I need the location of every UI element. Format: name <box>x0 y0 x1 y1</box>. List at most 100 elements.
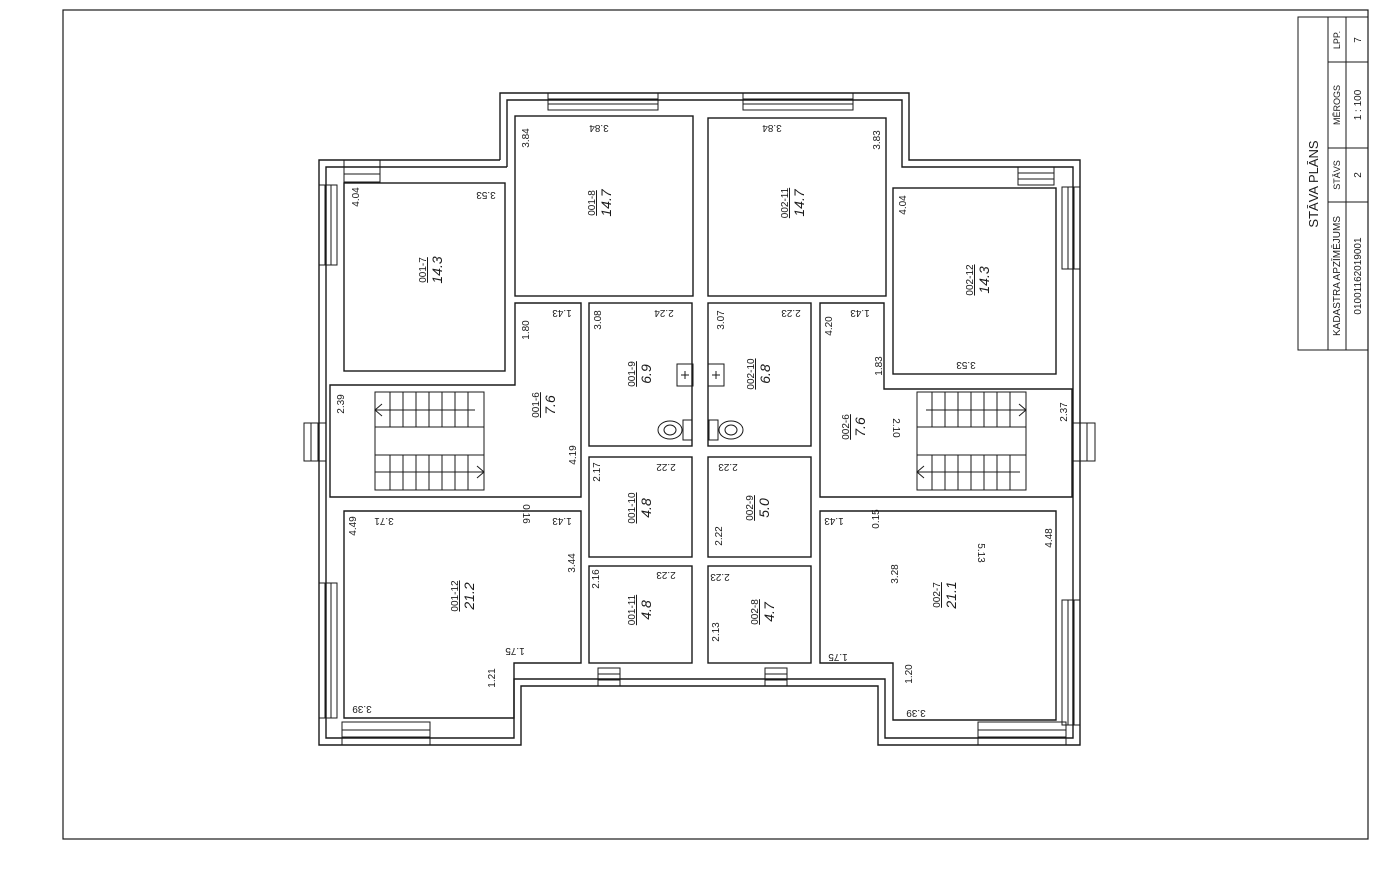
svg-text:001-10: 001-10 <box>627 492 638 524</box>
dimension-label: 4.49 <box>348 516 359 536</box>
room-label-002-12: 002-12 14.3 <box>965 264 992 296</box>
title-block: STĀVA PLĀNS KADASTRA APZĪMĒJUMS 01001162… <box>1297 16 1369 351</box>
dimension-label: 3.53 <box>956 359 976 370</box>
stair-right <box>916 391 1027 491</box>
room-outline-001-11 <box>588 565 693 664</box>
window-right-lower <box>1061 599 1081 726</box>
svg-text:6.9: 6.9 <box>638 364 654 384</box>
dimension-label: 3.84 <box>589 122 609 133</box>
dimension-label: 4.04 <box>898 195 909 215</box>
svg-text:002-9: 002-9 <box>745 495 756 521</box>
room-label-002-10: 002-10 6.8 <box>746 358 773 390</box>
svg-text:002-10: 002-10 <box>746 358 757 390</box>
svg-text:14.7: 14.7 <box>791 188 807 216</box>
dimension-label: 4.19 <box>568 445 579 465</box>
building-outline <box>318 92 1081 746</box>
window-right-stair <box>1072 422 1096 462</box>
dimension-label: 3.28 <box>890 564 901 584</box>
window-left-stair <box>303 422 327 462</box>
dimension-label: 1.43 <box>552 307 572 318</box>
svg-text:21.1: 21.1 <box>943 581 959 609</box>
sink-icon <box>676 363 694 387</box>
svg-text:5.0: 5.0 <box>756 498 772 518</box>
dimension-label: 2.22 <box>714 526 725 546</box>
svg-text:002-12: 002-12 <box>965 264 976 296</box>
svg-text:001-6: 001-6 <box>531 392 542 418</box>
room-outline-002-6 <box>819 302 1073 498</box>
dimension-label: 2.37 <box>1059 402 1070 422</box>
dimension-label: 1.83 <box>874 356 885 376</box>
dimension-label: 3.83 <box>872 130 883 150</box>
room-outline-001-12 <box>343 510 582 719</box>
title-block-title: STĀVA PLĀNS <box>1306 140 1321 228</box>
svg-text:4.8: 4.8 <box>638 498 654 518</box>
room-outline-002-8 <box>707 565 812 664</box>
title-block-scale-label: MĒROGS <box>1332 85 1342 125</box>
room-label-002-6: 002-6 7.6 <box>841 414 868 440</box>
dimension-label: 2.23 <box>710 571 730 582</box>
dimension-label: 2.13 <box>711 622 722 642</box>
dimension-label: 2.23 <box>718 461 738 472</box>
window-bottom-center-right <box>764 667 788 687</box>
dimension-label: 3.71 <box>374 515 394 526</box>
room-outline-001-9 <box>588 302 693 447</box>
title-block-scale-value: 1 : 100 <box>1353 89 1364 120</box>
svg-text:002-8: 002-8 <box>750 599 761 625</box>
title-block-floor-value: 2 <box>1353 172 1364 178</box>
svg-text:14.3: 14.3 <box>429 256 445 283</box>
title-block-cad-value: 01001162019001 <box>1353 237 1364 315</box>
room-label-002-7: 002-7 21.1 <box>932 581 959 609</box>
dimension-label: 1.21 <box>487 668 498 688</box>
dimension-label: 3.08 <box>593 310 604 330</box>
window-upper-right-small <box>1017 166 1055 186</box>
svg-text:7.6: 7.6 <box>542 395 558 415</box>
svg-text:002-11: 002-11 <box>780 187 791 218</box>
svg-text:002-7: 002-7 <box>932 582 943 608</box>
svg-text:4.7: 4.7 <box>761 601 777 622</box>
dimension-label: 4.20 <box>824 316 835 336</box>
svg-text:002-6: 002-6 <box>841 414 852 440</box>
dimension-label: 1.43 <box>850 307 870 318</box>
room-outlines <box>329 115 1073 721</box>
dimension-label: 0.16 <box>520 504 531 524</box>
room-label-001-8: 001-8 14.7 <box>587 188 614 216</box>
stair-left <box>374 391 485 491</box>
window-top-right <box>742 92 854 111</box>
window-bottom-left <box>341 721 431 746</box>
room-label-001-12: 001-12 21.2 <box>450 580 477 612</box>
svg-text:001-7: 001-7 <box>418 257 429 283</box>
sink-icon <box>707 363 725 387</box>
window-left-lower <box>318 582 338 719</box>
room-outline-001-6 <box>329 302 582 498</box>
dimension-label: 2.23 <box>781 307 801 318</box>
svg-text:001-9: 001-9 <box>627 361 638 387</box>
window-bottom-right <box>977 721 1067 746</box>
room-label-001-10: 001-10 4.8 <box>627 492 654 524</box>
svg-text:21.2: 21.2 <box>461 582 477 610</box>
dimension-label: 3.07 <box>716 310 727 330</box>
dimension-label: 2.39 <box>336 394 347 414</box>
room-label-001-11: 001-11 4.8 <box>627 594 654 625</box>
room-label-001-9: 001-9 6.9 <box>627 361 654 387</box>
window-right-upper <box>1061 186 1081 270</box>
toilet-icon <box>708 419 744 441</box>
title-block-page-label: LPP. <box>1332 31 1342 49</box>
room-label-002-9: 002-9 5.0 <box>745 495 772 521</box>
room-label-001-6: 001-6 7.6 <box>531 392 558 418</box>
dimension-label: 2.23 <box>656 569 676 580</box>
room-outline-001-7 <box>343 182 506 372</box>
dimension-label: 2.17 <box>592 462 603 482</box>
room-label-001-7: 001-7 14.3 <box>418 256 445 283</box>
room-outline-002-12 <box>892 187 1057 375</box>
dimension-label: 4.04 <box>351 187 362 207</box>
svg-text:001-11: 001-11 <box>627 594 638 625</box>
svg-text:7.6: 7.6 <box>852 417 868 437</box>
dimension-label: 3.44 <box>567 553 578 573</box>
room-outline-001-10 <box>588 456 693 558</box>
sheet-border <box>62 9 1369 840</box>
title-block-floor-label: STĀVS <box>1332 160 1342 190</box>
dimension-label: 3.39 <box>352 703 372 714</box>
dimension-label: 3.84 <box>762 122 782 133</box>
room-outline-001-8 <box>514 115 694 297</box>
toilet-icon <box>657 419 693 441</box>
